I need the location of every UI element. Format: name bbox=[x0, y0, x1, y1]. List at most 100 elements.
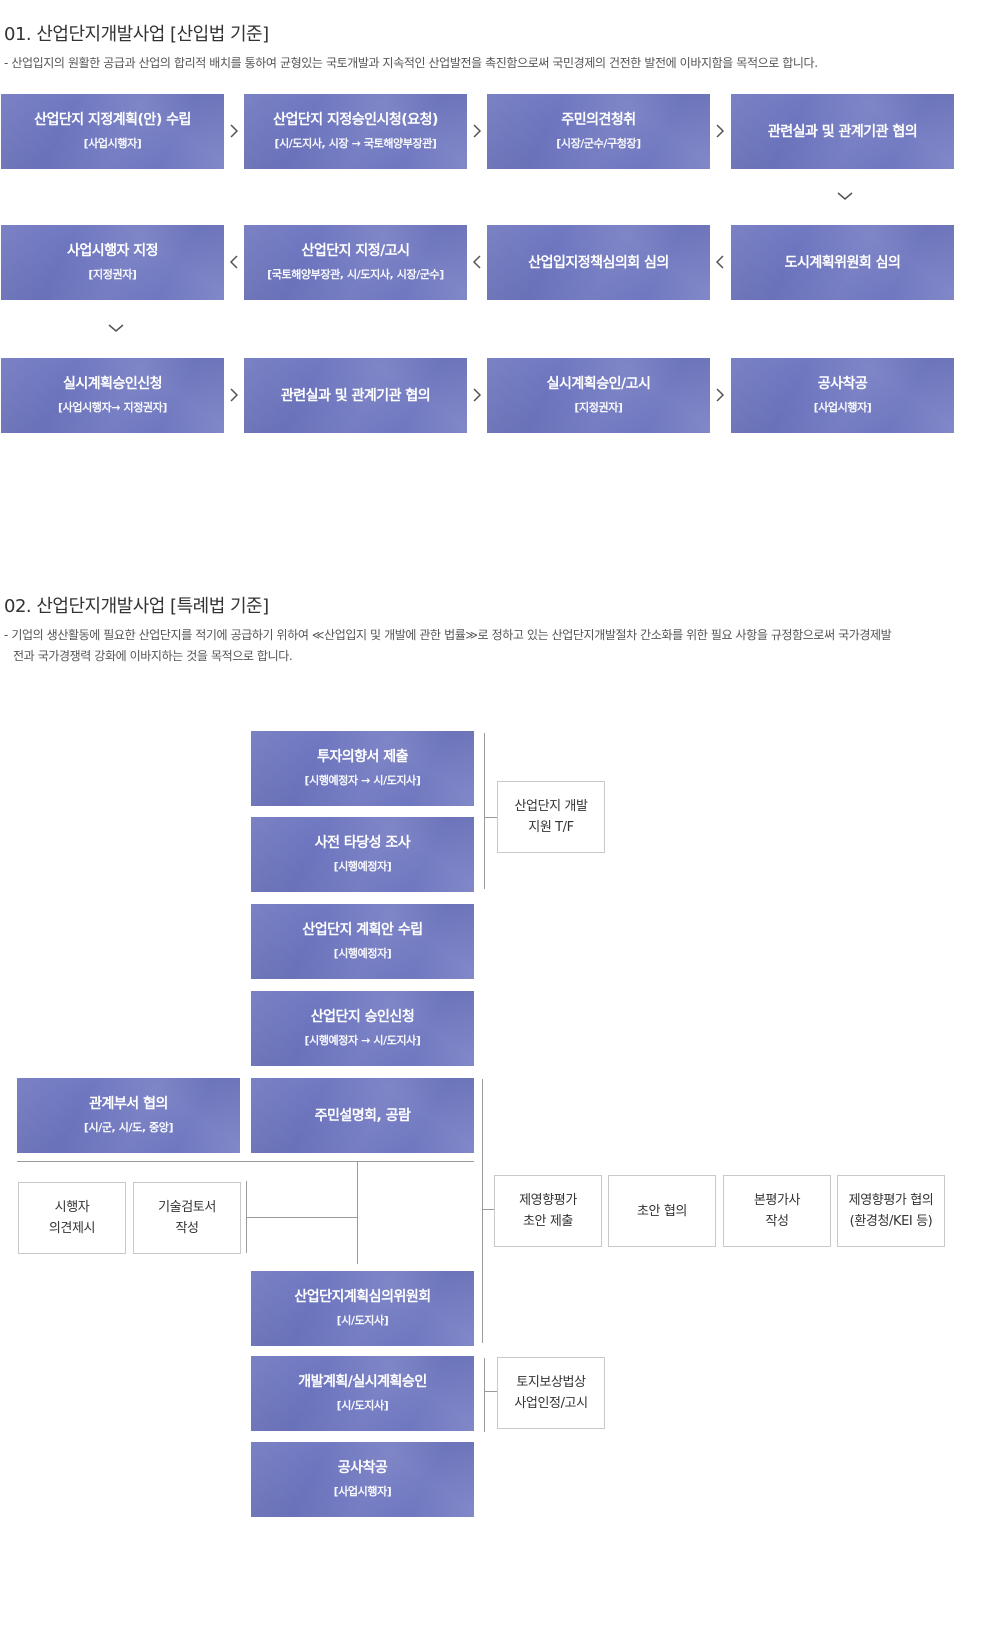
env-step-1-line2: 초안 제출 bbox=[523, 1214, 573, 1229]
s2-consult-title: 관계부서 협의 bbox=[89, 1096, 168, 1112]
env-step-4: 제영향평가 협의 (환경청/KEI 등) bbox=[837, 1175, 945, 1247]
chevron-right-icon bbox=[230, 388, 239, 402]
s2-step-2-sub: [시행예정자] bbox=[333, 860, 392, 873]
s2-step-2-title: 사전 타당성 조사 bbox=[314, 835, 411, 851]
implementer-opinion-line1: 시행자 bbox=[54, 1200, 90, 1215]
s1-step-5: 사업시행자 지정 [지정권자] bbox=[1, 225, 224, 300]
s1-step-4-title: 관련실과 및 관계기관 협의 bbox=[767, 123, 918, 140]
s1-step-9-sub: [사업시행자→ 지정권자] bbox=[58, 401, 167, 414]
implementer-opinion-line2: 의견제시 bbox=[48, 1221, 96, 1236]
chevron-right-icon bbox=[716, 388, 725, 402]
s2-consult-box: 관계부서 협의 [시/군, 시/도, 중앙] bbox=[17, 1078, 240, 1153]
chevron-left-icon bbox=[715, 255, 724, 269]
s2-step-6-sub: [시/도지사] bbox=[336, 1314, 389, 1327]
s2-step-3-sub: [시행예정자] bbox=[333, 947, 392, 960]
s1-step-2: 산업단지 지정승인시청(요청) [시/도지사, 시장 → 국토해양부장관] bbox=[244, 94, 467, 169]
s1-step-3-sub: [시장/군수/구청장] bbox=[556, 137, 641, 150]
support-tf-line2: 지원 T/F bbox=[528, 820, 574, 835]
s2-step-1-sub: [시행예정자 → 시/도지사] bbox=[304, 774, 421, 787]
s1-step-6-sub: [국토해양부장관, 시/도지사, 시장/군수] bbox=[267, 268, 444, 281]
tech-review-line2: 작성 bbox=[175, 1221, 199, 1236]
s1-step-11: 실시계획승인/고시 [지정권자] bbox=[487, 358, 710, 433]
tech-review-line1: 기술검토서 bbox=[158, 1200, 216, 1215]
chevron-down-icon bbox=[837, 192, 853, 200]
s1-step-6-title: 산업단지 지정/고시 bbox=[301, 243, 410, 259]
s2-step-4-title: 산업단지 승인신청 bbox=[310, 1009, 415, 1025]
s2-step-5-title: 주민설명회, 공람 bbox=[314, 1107, 411, 1124]
s2-step-7: 개발계획/실시계획승인 [시/도지사] bbox=[251, 1356, 474, 1431]
s1-step-2-sub: [시/도지사, 시장 → 국토해양부장관] bbox=[274, 137, 437, 150]
s2-step-4-sub: [시행예정자 → 시/도지사] bbox=[304, 1034, 421, 1047]
connector-line bbox=[17, 1161, 474, 1162]
section2-description-line2: 전과 국가경쟁력 강화에 이바지하는 것을 목적으로 합니다. bbox=[13, 649, 293, 663]
s1-step-12: 공사착공 [사업시행자] bbox=[731, 358, 954, 433]
s2-step-8: 공사착공 [사업시행자] bbox=[251, 1442, 474, 1517]
s2-step-8-title: 공사착공 bbox=[337, 1460, 388, 1476]
s2-step-3: 산업단지 계획안 수립 [시행예정자] bbox=[251, 904, 474, 979]
s1-step-2-title: 산업단지 지정승인시청(요청) bbox=[273, 112, 438, 128]
chevron-down-icon bbox=[108, 324, 124, 332]
s1-step-1-sub: [사업시행자] bbox=[83, 137, 142, 150]
env-step-4-line2: (환경청/KEI 등) bbox=[849, 1214, 933, 1229]
connector-line bbox=[484, 1358, 485, 1432]
s1-step-5-sub: [지정권자] bbox=[88, 268, 137, 281]
s1-step-11-sub: [지정권자] bbox=[574, 401, 623, 414]
s1-step-1-title: 산업단지 지정계획(안) 수립 bbox=[34, 112, 191, 128]
s2-step-7-title: 개발계획/실시계획승인 bbox=[298, 1374, 427, 1390]
s2-step-1-title: 투자의향서 제출 bbox=[316, 749, 409, 765]
section1-description: - 산업입지의 원활한 공급과 산업의 합리적 배치를 통하여 균형있는 국토개… bbox=[4, 56, 818, 70]
s1-step-8: 도시계획위원회 심의 bbox=[731, 225, 954, 300]
connector-line bbox=[357, 1161, 358, 1264]
env-step-2: 초안 협의 bbox=[608, 1175, 716, 1247]
s2-step-7-sub: [시/도지사] bbox=[336, 1399, 389, 1412]
s2-step-5: 주민설명회, 공람 bbox=[251, 1078, 474, 1153]
section2-description-line1: - 기업의 생산활동에 필요한 산업단지를 적기에 공급하기 위하여 ≪산업입지… bbox=[4, 628, 892, 642]
env-step-1-line1: 제영향평가 bbox=[519, 1193, 577, 1208]
connector-line bbox=[482, 1079, 483, 1343]
env-step-4-line1: 제영향평가 협의 bbox=[848, 1193, 934, 1208]
s1-step-9-title: 실시계획승인신청 bbox=[62, 376, 163, 392]
section2-title: 02. 산업단지개발사업 [특례법 기준] bbox=[4, 596, 269, 617]
s1-step-3: 주민의견청취 [시장/군수/구청장] bbox=[487, 94, 710, 169]
s2-consult-sub: [시/군, 시/도, 중앙] bbox=[83, 1121, 174, 1134]
chevron-right-icon bbox=[473, 124, 482, 138]
land-compensation-line1: 토지보상법상 bbox=[516, 1375, 586, 1390]
s1-step-7-title: 산업입지정책심의회 심의 bbox=[528, 254, 669, 271]
land-compensation-line2: 사업인정/고시 bbox=[514, 1396, 588, 1411]
s1-step-4: 관련실과 및 관계기관 협의 bbox=[731, 94, 954, 169]
s2-step-1: 투자의향서 제출 [시행예정자 → 시/도지사] bbox=[251, 731, 474, 806]
connector-line bbox=[484, 733, 485, 889]
connector-line bbox=[482, 1209, 494, 1210]
s1-step-1: 산업단지 지정계획(안) 수립 [사업시행자] bbox=[1, 94, 224, 169]
s1-step-8-title: 도시계획위원회 심의 bbox=[784, 254, 901, 271]
s1-step-10: 관련실과 및 관계기관 협의 bbox=[244, 358, 467, 433]
s1-step-6: 산업단지 지정/고시 [국토해양부장관, 시/도지사, 시장/군수] bbox=[244, 225, 467, 300]
s1-step-11-title: 실시계획승인/고시 bbox=[546, 376, 651, 392]
chevron-left-icon bbox=[229, 255, 238, 269]
s2-step-3-title: 산업단지 계획안 수립 bbox=[302, 922, 423, 938]
chevron-left-icon bbox=[472, 255, 481, 269]
s2-step-6-title: 산업단지계획심의위원회 bbox=[294, 1289, 431, 1305]
s1-step-3-title: 주민의견청취 bbox=[561, 112, 636, 128]
s2-step-8-sub: [사업시행자] bbox=[333, 1485, 392, 1498]
chevron-right-icon bbox=[716, 124, 725, 138]
s1-step-10-title: 관련실과 및 관계기관 협의 bbox=[280, 387, 431, 404]
chevron-right-icon bbox=[473, 388, 482, 402]
env-step-2-line1: 초안 협의 bbox=[637, 1203, 687, 1219]
s1-step-12-title: 공사착공 bbox=[817, 376, 868, 392]
s2-step-4: 산업단지 승인신청 [시행예정자 → 시/도지사] bbox=[251, 991, 474, 1066]
env-step-3-line2: 작성 bbox=[765, 1214, 789, 1229]
connector-line bbox=[484, 817, 498, 818]
s1-step-9: 실시계획승인신청 [사업시행자→ 지정권자] bbox=[1, 358, 224, 433]
section1-title: 01. 산업단지개발사업 [산입법 기준] bbox=[4, 24, 269, 45]
support-tf-line1: 산업단지 개발 bbox=[514, 799, 588, 814]
s2-step-2: 사전 타당성 조사 [시행예정자] bbox=[251, 817, 474, 892]
s1-step-12-sub: [사업시행자] bbox=[813, 401, 872, 414]
connector-line bbox=[484, 1391, 498, 1392]
